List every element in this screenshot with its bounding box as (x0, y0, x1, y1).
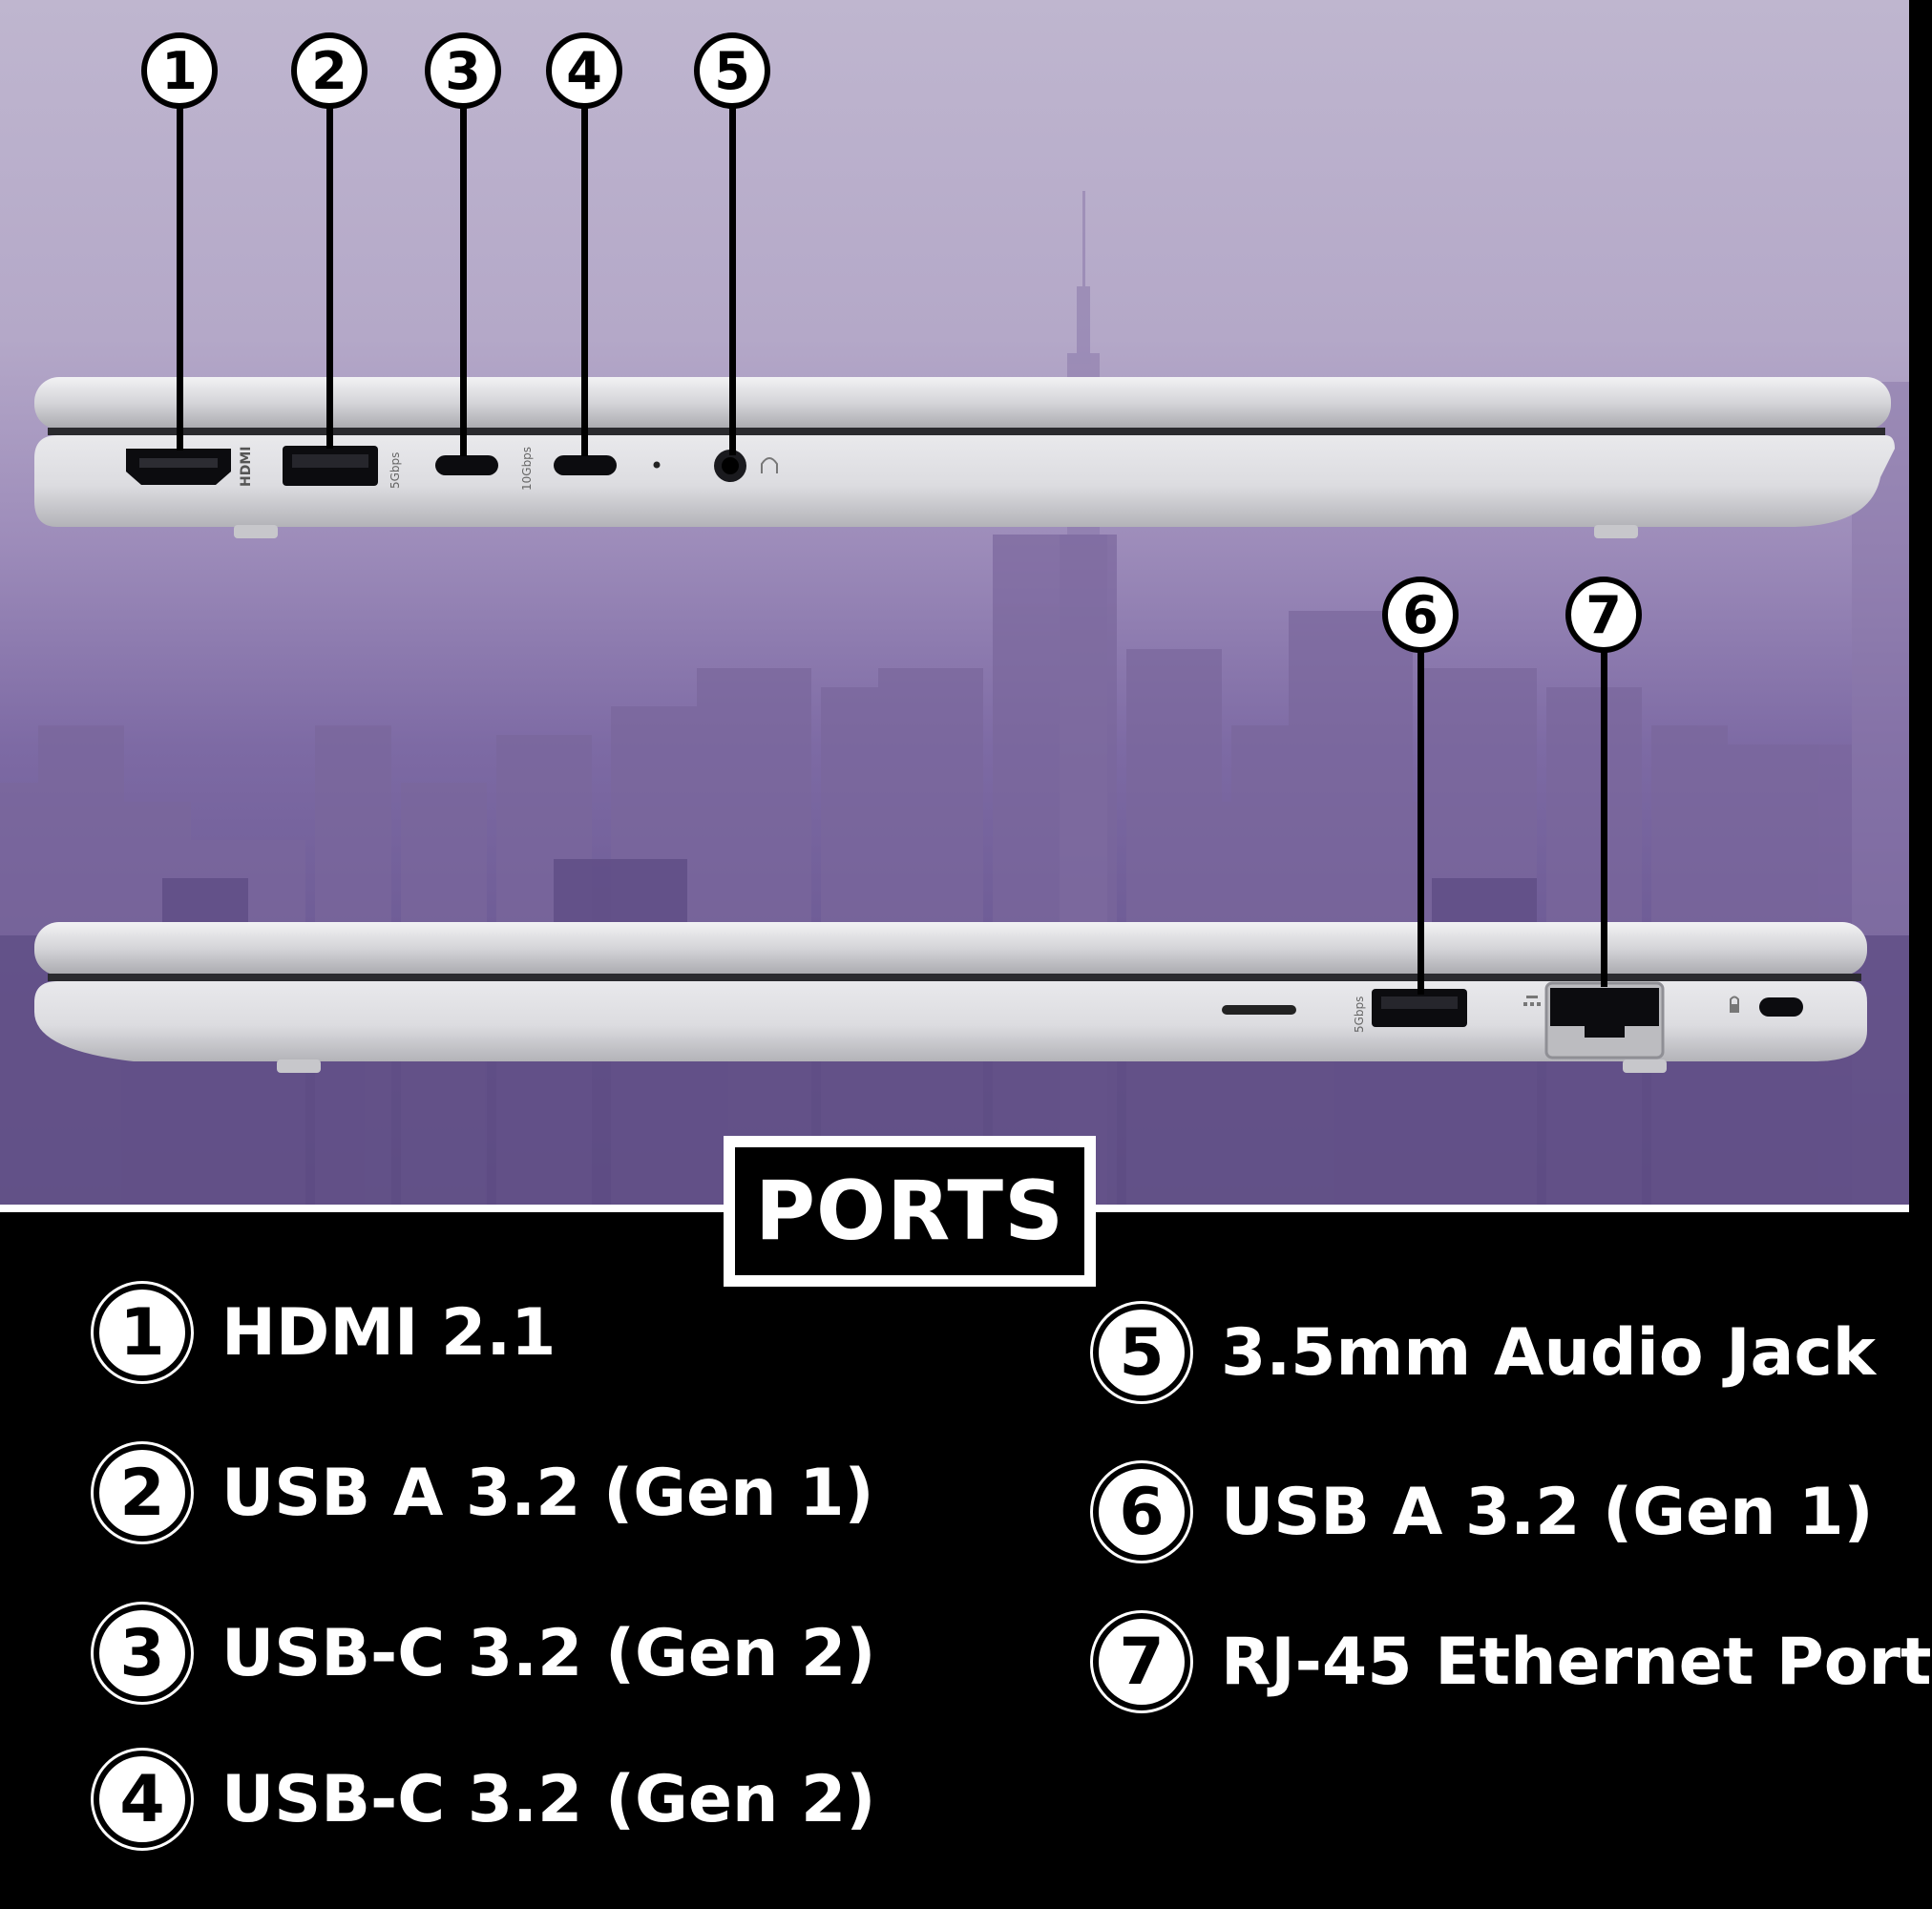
legend-item-usb-a-left: 2 USB A 3.2 (Gen 1) (94, 1444, 874, 1542)
legend-number: 2 (94, 1444, 191, 1542)
legend-item-ethernet: 7 RJ-45 Ethernet Port (1093, 1613, 1932, 1710)
legend-number: 3 (94, 1605, 191, 1702)
callout-leader-5 (729, 107, 736, 455)
audio-jack-icon (714, 450, 746, 482)
usb-a-speed-engraving-right: 5Gbps (1353, 996, 1366, 1033)
usb-c-speed-engraving: 10Gbps (520, 447, 534, 491)
callout-leader-1 (177, 107, 183, 451)
callout-leader-4 (581, 107, 588, 456)
rj45-port-icon (1544, 981, 1665, 1059)
led-indicator-icon (653, 461, 661, 469)
callout-1: 1 (141, 32, 218, 109)
usb-a-port-icon (283, 446, 378, 486)
legend-label: USB-C 3.2 (Gen 2) (221, 1761, 876, 1837)
laptop-left-side: HDMI 5Gbps 10Gbps (34, 377, 1895, 538)
usb-a-port-right-icon (1372, 989, 1467, 1027)
legend-number: 7 (1093, 1613, 1190, 1710)
legend-item-audio-jack: 5 3.5mm Audio Jack (1093, 1304, 1876, 1401)
callout-4: 4 (546, 32, 622, 109)
legend-number: 6 (1093, 1463, 1190, 1561)
legend-number: 5 (1093, 1304, 1190, 1401)
laptop-side-views: HDMI 5Gbps 10Gbps (34, 377, 1895, 1073)
hdmi-engraving: HDMI (239, 447, 254, 487)
callout-3: 3 (425, 32, 501, 109)
hdmi-port-icon (126, 449, 231, 485)
sd-card-slot-icon (1222, 1005, 1296, 1015)
legend-number: 4 (94, 1751, 191, 1848)
legend-item-usb-c-1: 3 USB-C 3.2 (Gen 2) (94, 1605, 875, 1702)
legend-label: RJ-45 Ethernet Port (1221, 1624, 1932, 1700)
legend-label: HDMI 2.1 (221, 1294, 556, 1371)
legend-label: 3.5mm Audio Jack (1221, 1314, 1876, 1391)
usb-a-speed-engraving: 5Gbps (388, 452, 402, 489)
security-lock-slot-icon (1759, 997, 1803, 1017)
callout-5: 5 (694, 32, 770, 109)
legend-label: USB A 3.2 (Gen 1) (221, 1455, 874, 1531)
headphone-engraving-icon (761, 457, 778, 473)
callout-leader-6 (1418, 651, 1424, 995)
callout-7: 7 (1565, 577, 1642, 653)
callout-leader-3 (460, 107, 467, 456)
legend-number: 1 (94, 1284, 191, 1381)
callout-leader-2 (326, 107, 333, 449)
legend-item-usb-c-2: 4 USB-C 3.2 (Gen 2) (94, 1751, 875, 1848)
laptop-right-side: 5Gbps (34, 922, 1867, 1073)
callout-2: 2 (291, 32, 368, 109)
callout-6: 6 (1382, 577, 1459, 653)
usb-c-port-1-icon (435, 455, 498, 475)
legend-item-usb-a-right: 6 USB A 3.2 (Gen 1) (1093, 1463, 1874, 1561)
legend-label: USB-C 3.2 (Gen 2) (221, 1615, 876, 1691)
ports-title: PORTS (724, 1136, 1096, 1287)
lock-engraving-icon (1730, 996, 1739, 1013)
callout-leader-7 (1601, 651, 1607, 987)
product-photo: HDMI 5Gbps 10Gbps (0, 0, 1909, 1205)
usb-c-port-2-icon (554, 455, 617, 475)
legend-item-hdmi: 1 HDMI 2.1 (94, 1284, 556, 1381)
legend-label: USB A 3.2 (Gen 1) (1221, 1474, 1874, 1550)
ethernet-engraving-icon (1523, 996, 1541, 1006)
